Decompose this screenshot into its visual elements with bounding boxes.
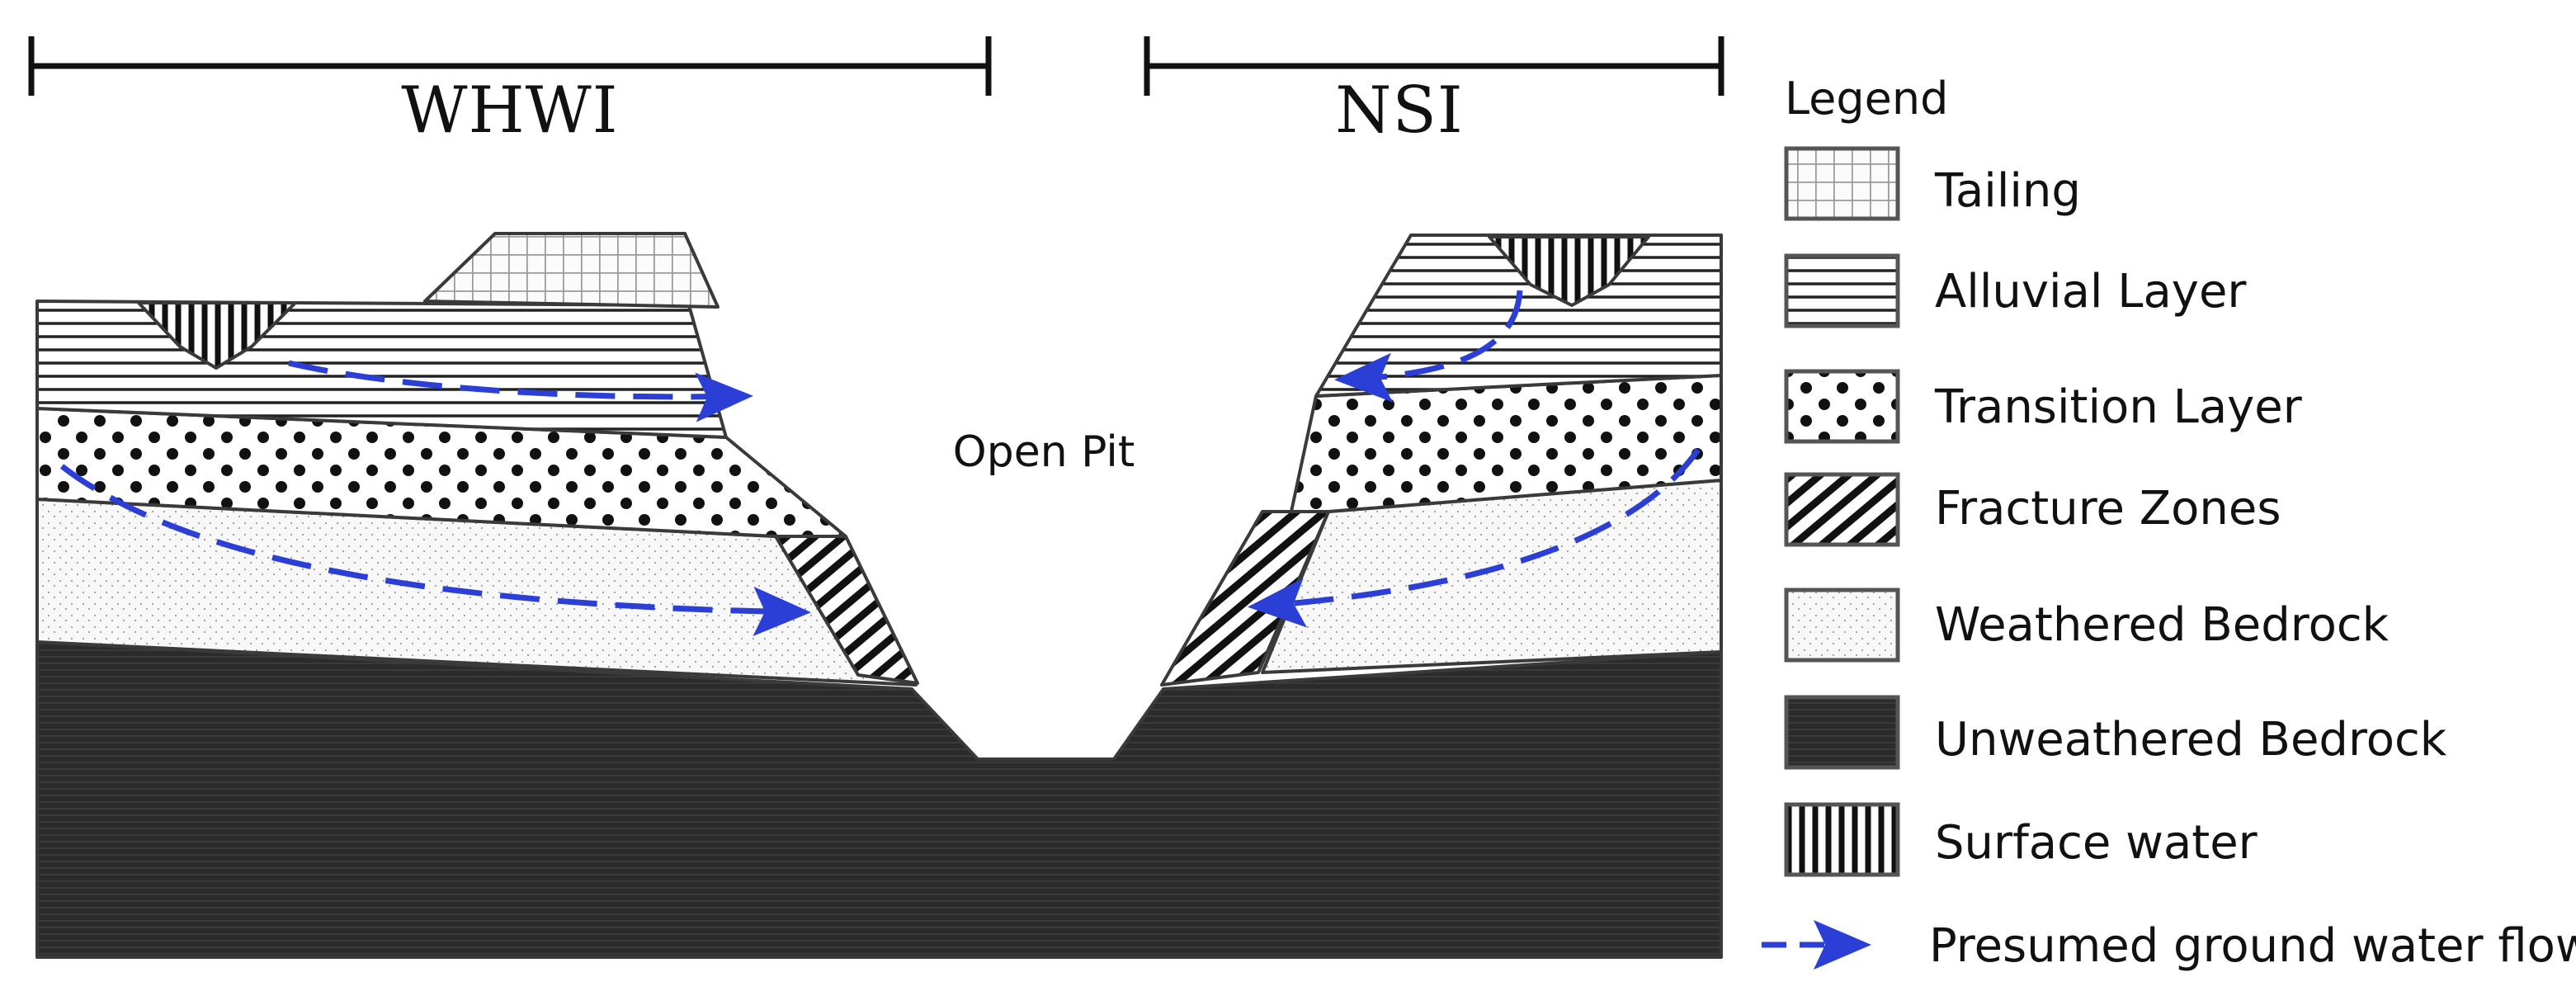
whwi-scale-bar [28,36,992,96]
legend-swatch-surface-water [1784,802,1900,877]
legend-swatch-alluvial [1784,253,1900,328]
legend-swatch-transition [1784,369,1900,444]
unweathered-bedrock-layer [35,640,1723,959]
fracture-zone-east [1160,510,1330,687]
legend-label-tailing: Tailing [1934,164,2081,218]
flow-arrow-west-lower [59,464,811,636]
nsi-label: NSI [1335,73,1464,148]
legend-label-surface-water: Surface water [1935,816,2258,870]
legend-title: Legend [1785,73,1948,125]
legend-swatch-tailing [1784,146,1900,221]
legend-label-unweathered: Unweathered Bedrock [1935,713,2447,767]
legend-swatch-fracture [1784,472,1900,547]
surface-water-west [137,301,297,370]
legend-label-fracture: Fracture Zones [1935,482,2281,536]
flow-arrow-east-upper [1334,290,1523,403]
flow-arrow-east-lower [1248,447,1701,628]
legend-swatch-unweathered [1784,695,1900,770]
fracture-zone-west [774,535,919,685]
legend-label-flow: Presumed ground water flow [1929,919,2576,973]
whwi-label: WHWI [401,73,618,148]
legend-swatch-weathered [1784,588,1900,663]
groundwater-flow-arrows [59,290,1701,636]
legend-label-transition: Transition Layer [1934,380,2303,434]
surface-water-east [1488,235,1650,307]
nsi-scale-bar [1144,36,1724,96]
legend-label-weathered: Weathered Bedrock [1935,598,2390,652]
open-pit-label: Open Pit [953,427,1135,477]
cross-section [35,232,1723,959]
legend: Legend Tailing Alluvial Layer Transition… [1762,73,2576,973]
legend-label-alluvial: Alluvial Layer [1935,265,2247,319]
tailing-pile [423,232,719,309]
flow-arrow-west-upper [288,360,753,422]
